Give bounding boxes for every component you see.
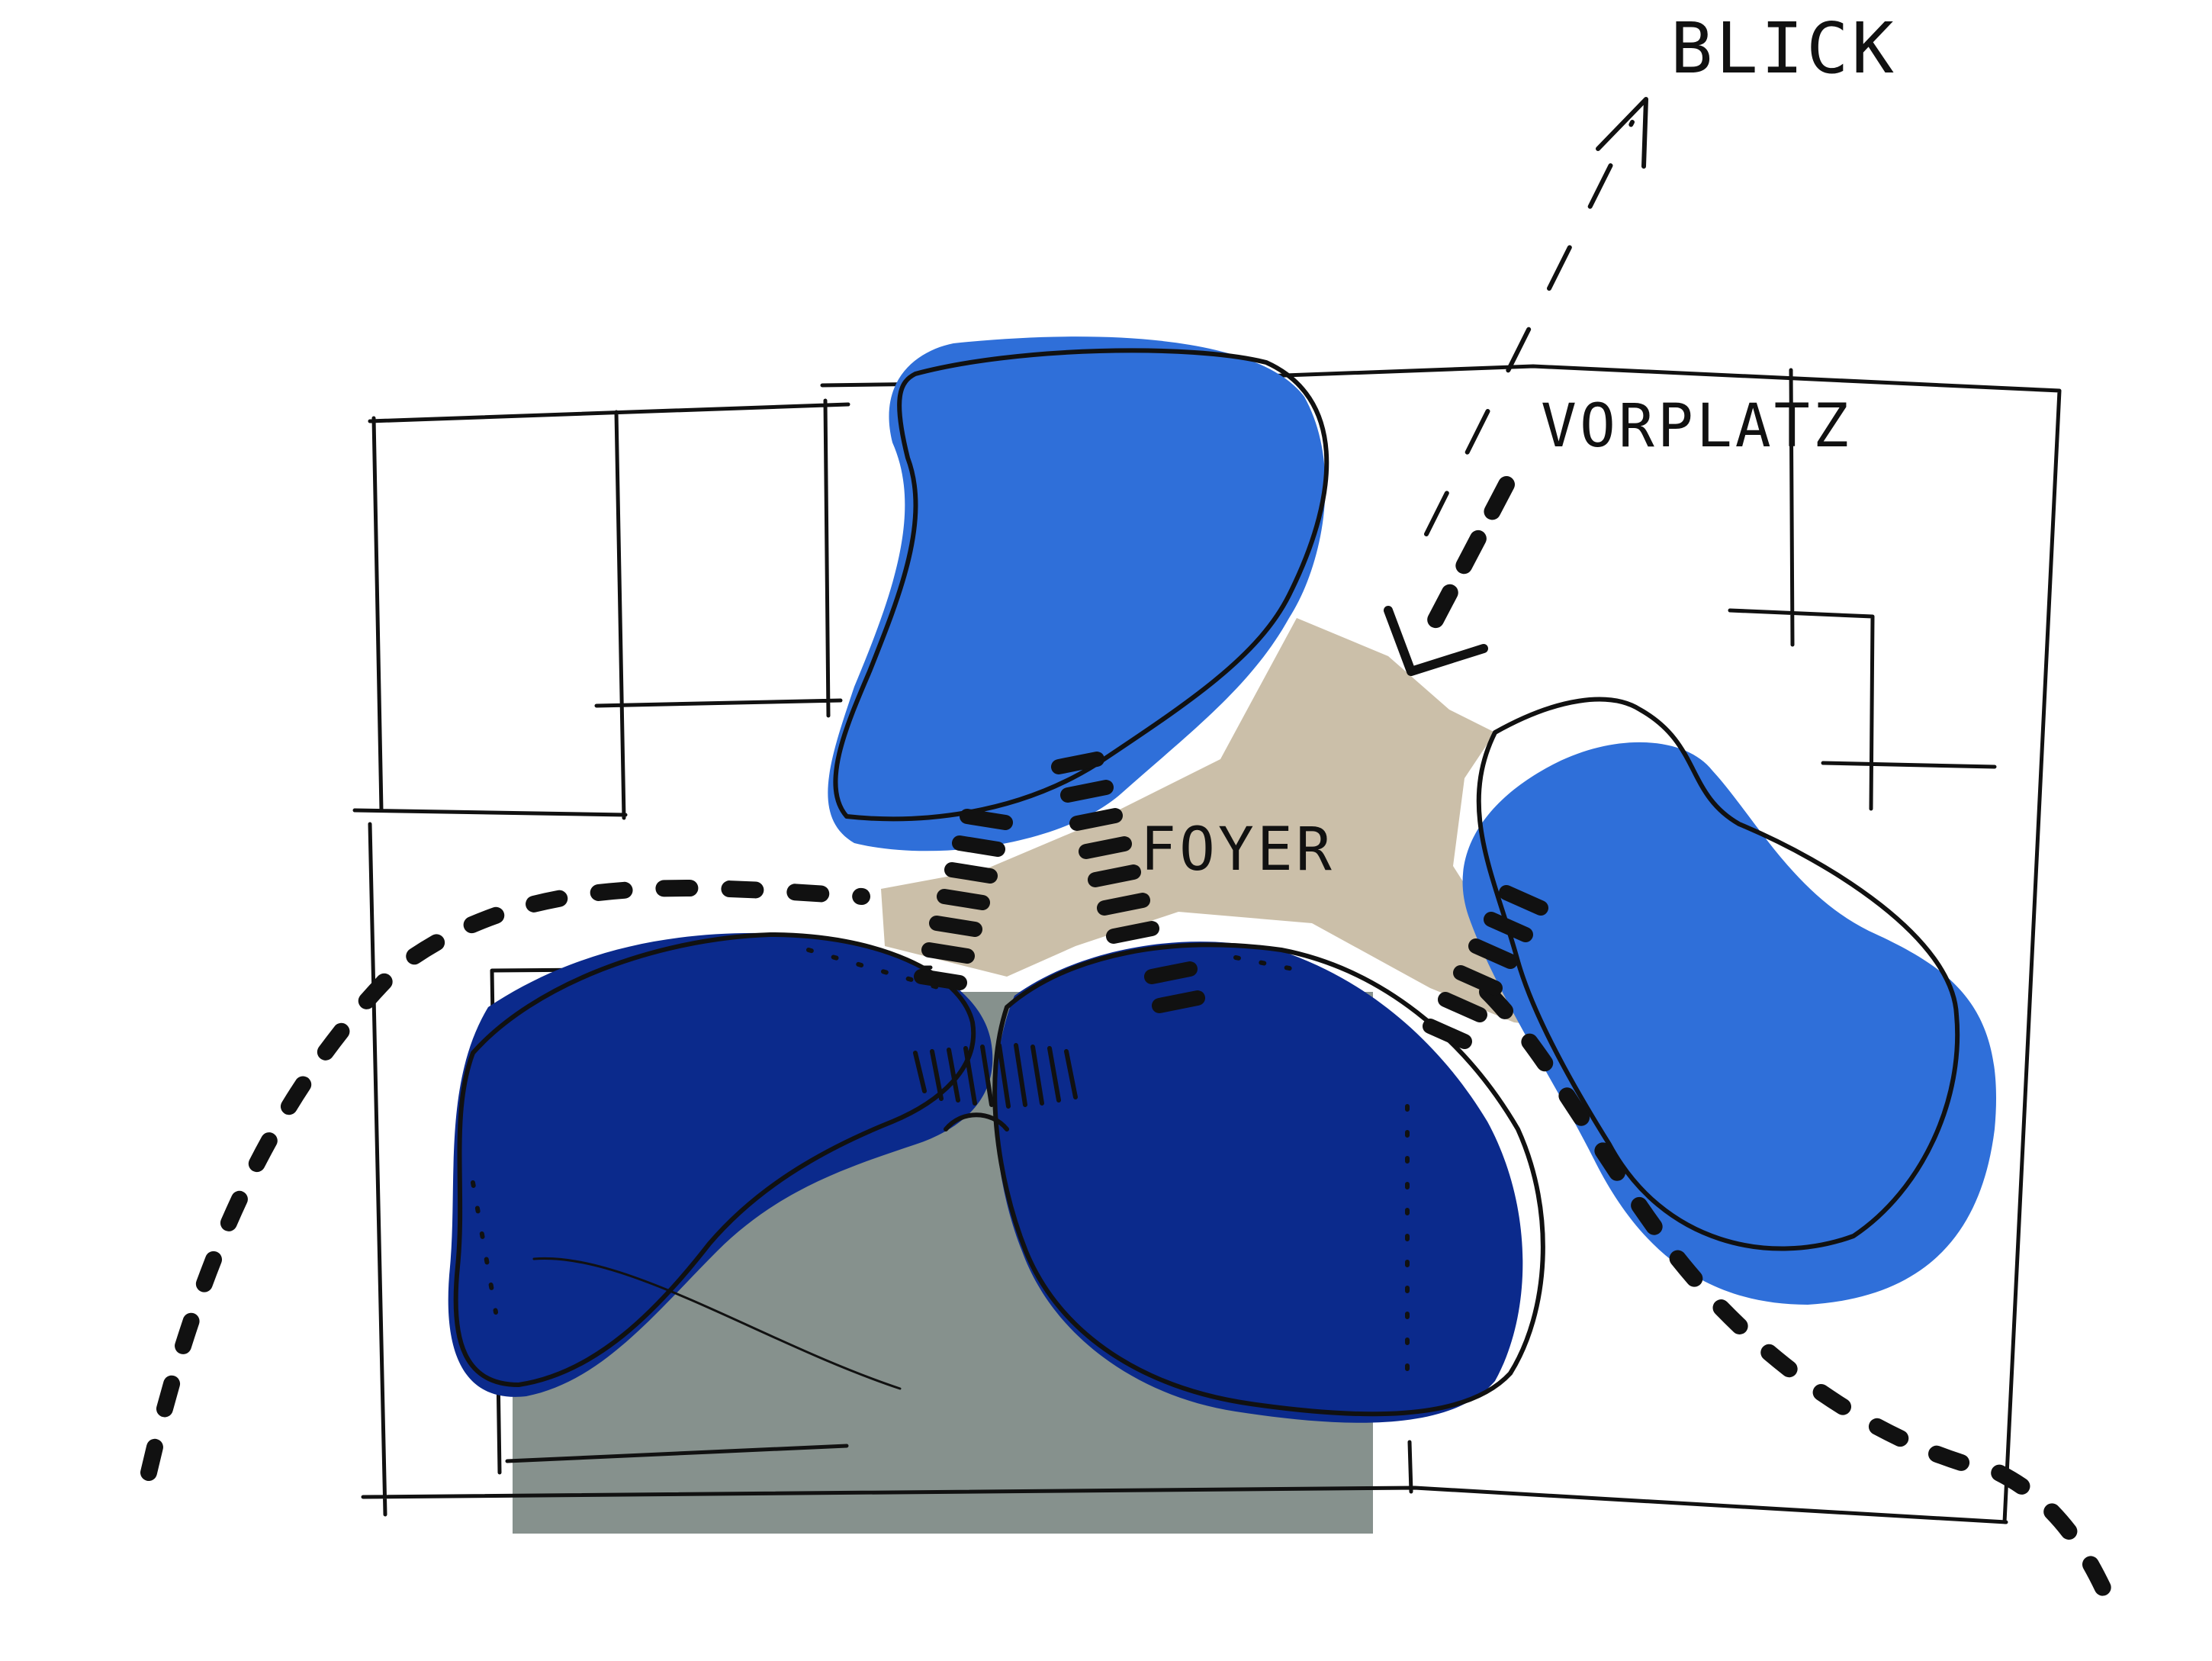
label-blick: BLICK — [1670, 8, 1897, 89]
pod-top — [828, 336, 1326, 851]
foyer-area — [881, 618, 1548, 1026]
arrow-up-right-icon — [1596, 97, 1648, 169]
label-vorplatz: VORPLATZ — [1541, 392, 1852, 461]
connector-hatching — [914, 752, 1548, 1049]
pod-right — [1462, 742, 1997, 1305]
label-foyer: FOYER — [1140, 816, 1335, 884]
building-outlines — [352, 364, 2062, 1524]
view-axis — [1424, 120, 1635, 536]
circulation-paths — [140, 880, 2121, 1618]
arrow-down-left-icon — [1384, 606, 1488, 676]
dotted-edges — [471, 948, 1410, 1391]
pod-left — [448, 932, 993, 1397]
threshold-hatching — [913, 1043, 1078, 1109]
pod-center — [995, 942, 1523, 1423]
approach-axis — [1414, 476, 1515, 653]
pod-outlines — [453, 348, 1960, 1417]
